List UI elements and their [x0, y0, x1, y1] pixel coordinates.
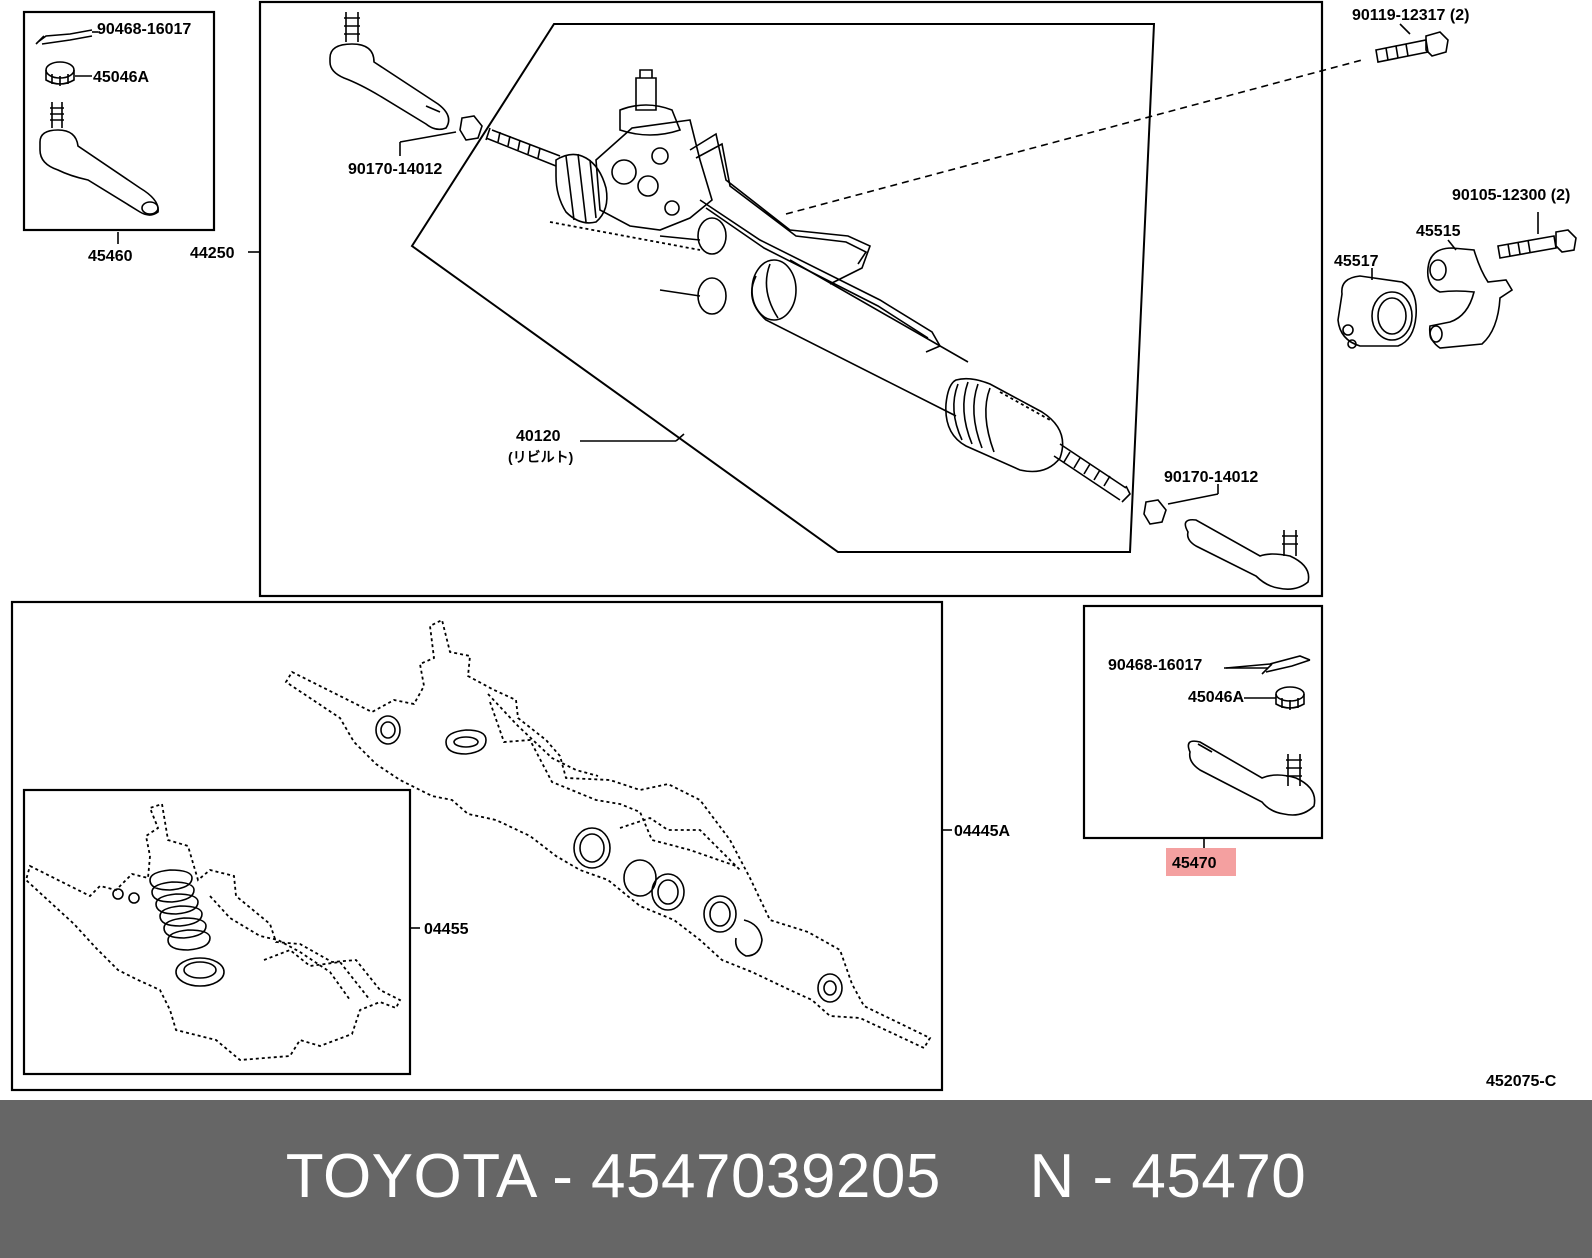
label-cotter-pin-top: 90468-16017	[97, 21, 191, 38]
label-nut-top: 45046A	[93, 69, 149, 86]
box-tie-rod-end-right	[1082, 604, 1324, 850]
label-bolt-top-right: 90119-12317 (2)	[1352, 7, 1469, 24]
label-gasket-kit: 04445A	[954, 823, 1010, 840]
label-cotter-pin-right: 90468-16017	[1108, 657, 1202, 674]
box-tie-rod-end-left	[22, 10, 216, 244]
diagram-code: 452075-C	[1486, 1073, 1557, 1090]
label-bracket: 45515	[1416, 223, 1461, 240]
label-rack-rebuilt-note: (リビルト)	[508, 449, 573, 465]
label-bolt-bracket: 90105-12300 (2)	[1452, 187, 1570, 204]
label-tie-rod-end-right: 45470	[1172, 855, 1217, 872]
label-gasket-kit-inner: 04455	[424, 921, 469, 938]
box-rack-assembly	[248, 0, 1363, 598]
label-nut-right: 45046A	[1188, 689, 1244, 706]
label-rack-assembly: 44250	[190, 245, 235, 262]
bracket-parts	[1337, 23, 1577, 349]
box-gasket-kit	[10, 600, 952, 1092]
label-rack-rebuilt: 40120	[516, 428, 561, 445]
parts-diagram: 90468-16017 45046A 45460	[10, 0, 1577, 1092]
footer-bar: TOYOTA - 4547039205 N - 45470	[0, 1100, 1592, 1258]
label-tie-rod-end-left: 45460	[88, 248, 133, 265]
part-number-title: TOYOTA - 4547039205 N - 45470	[285, 1141, 1307, 1211]
highlight-box	[1166, 848, 1236, 876]
label-nut-right-inner: 90170-14012	[1164, 469, 1258, 486]
label-grommet: 45517	[1334, 253, 1379, 270]
label-nut-left-inner: 90170-14012	[348, 161, 442, 178]
